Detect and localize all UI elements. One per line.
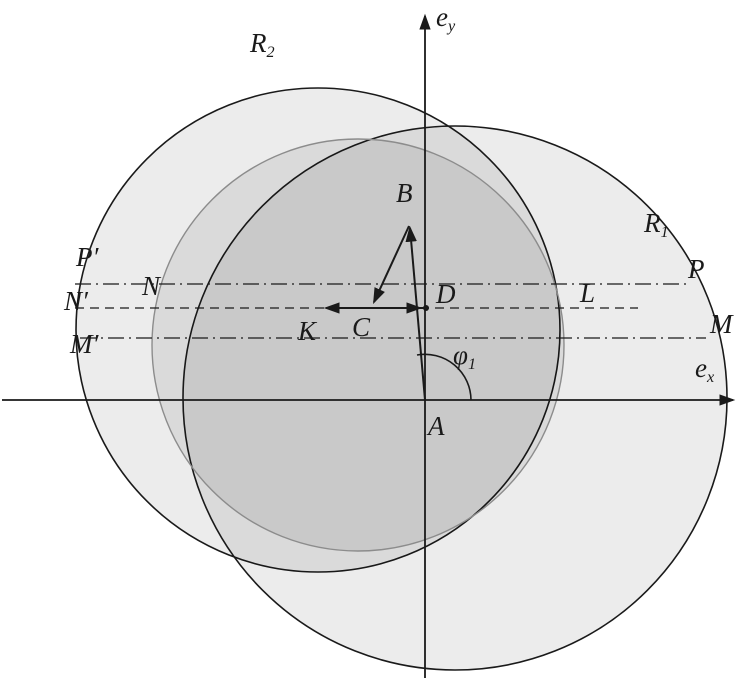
- label-R2: R2: [250, 28, 275, 61]
- vector-AB: [405, 225, 426, 401]
- label-A: A: [428, 411, 445, 441]
- label-ex: ex: [695, 353, 715, 386]
- label-C: C: [352, 312, 371, 342]
- label-N: N: [142, 271, 161, 301]
- label-D: D: [436, 279, 456, 309]
- label-M: M: [710, 309, 733, 339]
- circle-R2: [75, 87, 561, 573]
- circle-inner: [151, 138, 565, 552]
- label-P: P: [688, 254, 705, 284]
- label-L: L: [580, 278, 596, 308]
- label-K: K: [298, 316, 317, 346]
- label-phi1: φ1: [453, 340, 477, 373]
- label-R1: R1: [644, 208, 669, 241]
- label-N-prime: N′: [64, 286, 88, 316]
- angle-arc-phi1: [416, 353, 472, 401]
- label-M-prime: M′: [70, 329, 99, 359]
- vector-BC: [373, 225, 410, 305]
- point-D: [423, 305, 429, 311]
- label-B: B: [396, 178, 413, 208]
- label-ey: ey: [436, 2, 456, 35]
- label-P-prime: P′: [76, 242, 99, 272]
